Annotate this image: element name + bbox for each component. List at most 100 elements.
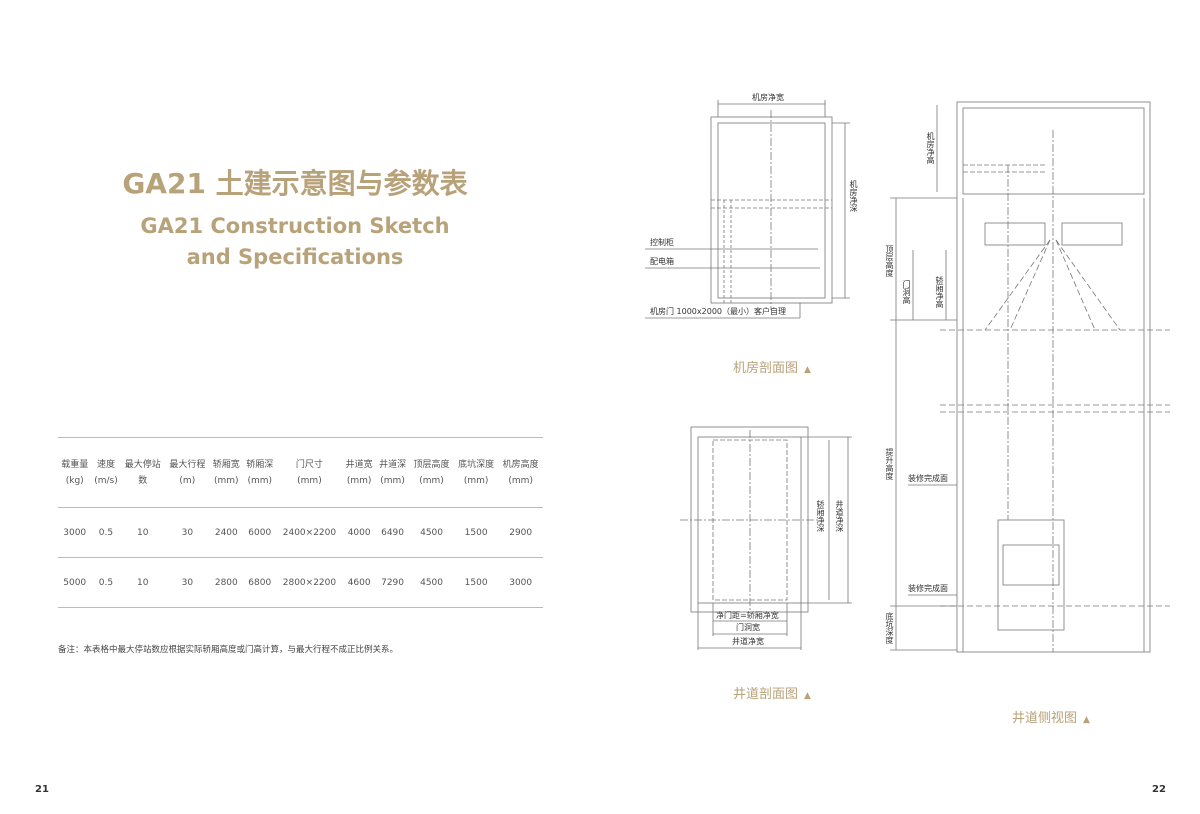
column-header: 最大行程 (m) xyxy=(165,438,210,508)
column-header-line: 底坑深度 xyxy=(458,459,495,470)
table-cell: 5000 xyxy=(63,577,87,588)
door-height-label: 门洞高 xyxy=(902,280,911,304)
table-cell: 10 xyxy=(137,527,149,538)
column-header-line: (mm) xyxy=(463,475,489,486)
column-header-line: 轿厢宽 xyxy=(212,459,240,470)
table-cell: 4500 xyxy=(420,577,443,588)
triangle-icon: ▲ xyxy=(804,365,811,375)
table-header-row: 载重量(kg)速度(m/s)最大停站数最大行程(m)轿厢宽(mm)轿厢深(mm)… xyxy=(58,437,543,508)
column-header-line: 顶层高度 xyxy=(413,459,450,470)
column-header: 底坑深度 (mm) xyxy=(454,438,499,508)
page-number-right: 22 xyxy=(1152,784,1166,795)
column-header-line: (mm) xyxy=(419,475,444,486)
machine-room-width-label: 机房净宽 xyxy=(752,93,784,102)
column-header-line: 最大行程 xyxy=(169,459,206,470)
column-header: 井道宽 (mm) xyxy=(342,438,375,508)
finish-floor-label: 装修完成面 xyxy=(908,584,948,593)
column-header: 机房高度 (mm) xyxy=(498,438,543,508)
column-header-line: (m/s) xyxy=(94,475,118,486)
column-header: 轿厢深(mm) xyxy=(243,438,276,508)
column-header: 井道深 (mm) xyxy=(376,438,409,508)
table-cell: 2800×2200 xyxy=(282,577,337,588)
column-header-line: 数 xyxy=(138,475,148,486)
pit-depth-label: 底坑深度 xyxy=(885,612,894,644)
triangle-icon: ▲ xyxy=(804,691,811,701)
column-header: 载重量 (kg) xyxy=(58,438,91,508)
machine-room-depth-label: 机房净深 xyxy=(849,180,858,212)
table-cell: 7290 xyxy=(381,577,405,588)
door-clear-label: 净门距=轿厢净宽 xyxy=(716,611,779,620)
table-cell: 1500 xyxy=(464,577,488,588)
side-view-drawing xyxy=(890,101,1170,653)
table-row: 5000 0.5 10 30 2800 6800 2800×2200 4600 7290 4500… xyxy=(58,557,543,608)
title-en: GA21 Construction Sketch and Specificati… xyxy=(0,211,590,273)
column-header: 轿厢宽 (mm) xyxy=(210,438,243,508)
room-height-label: 机房净高 xyxy=(926,132,935,164)
table-row: 3000 0.5 10 30 2400 6000 2400×2200 4000 6490 4500… xyxy=(58,507,543,558)
spec-table: 载重量(kg)速度(m/s)最大停站数最大行程(m)轿厢宽(mm)轿厢深(mm)… xyxy=(58,437,543,608)
column-header-line: 井道深 xyxy=(379,459,407,470)
title-en-text: GA21 Construction Sketch and Specificati… xyxy=(140,214,450,269)
caption-text: 井道剖面图 xyxy=(733,687,799,702)
hoistway-plan-caption: 井道剖面图 ▲ xyxy=(733,683,811,702)
column-header-line: (mm) xyxy=(380,475,405,486)
machine-room-door-label: 机房门 1000x2000（最小）客户自理 xyxy=(650,307,786,316)
car-height-label: 轿厢净高 xyxy=(935,276,944,308)
table-cell: 30 xyxy=(181,527,194,538)
table-cell: 4000 xyxy=(347,527,371,538)
table-cell: 2800 xyxy=(214,577,238,588)
table-cell: 6490 xyxy=(381,527,405,538)
table-cell: 30 xyxy=(181,577,194,588)
table-cell: 2400 xyxy=(214,527,238,538)
table-cell: 2900 xyxy=(509,527,533,538)
caption-text: 机房剖面图 xyxy=(733,361,799,376)
table-cell: 1500 xyxy=(464,527,488,538)
column-header-line: (mm) xyxy=(508,475,533,486)
title-cn: GA21 土建示意图与参数表 xyxy=(122,167,468,200)
table-note: 备注：本表格中最大停站数应根据实际轿厢高度或门高计算，与最大行程不成正比例关系。 xyxy=(58,645,399,655)
column-header-line: 井道宽 xyxy=(345,459,373,470)
column-header-line: 最大停站 xyxy=(124,459,161,470)
caption-text: 井道侧视图 xyxy=(1012,711,1078,726)
column-header-line: (mm) xyxy=(346,475,372,486)
column-header: 速度 (m/s) xyxy=(91,438,120,508)
column-header-line: (mm) xyxy=(214,475,239,486)
car-depth-label: 轿厢净深 xyxy=(816,500,825,532)
finish-floor-label: 装修完成面 xyxy=(908,474,948,483)
control-cabinet-label: 控制柜 xyxy=(650,238,674,247)
shaft-depth-label: 井道净深 xyxy=(835,500,844,532)
table-cell: 6000 xyxy=(248,527,272,538)
table-cell: 10 xyxy=(137,577,149,588)
column-header-line: 速度 xyxy=(96,459,115,470)
page-number-left: 21 xyxy=(35,784,49,795)
machine-room-caption: 机房剖面图 ▲ xyxy=(733,357,811,376)
column-header-line: (kg) xyxy=(65,475,84,486)
column-header-line: 轿厢深 xyxy=(246,459,274,470)
column-header-line: (mm) xyxy=(297,475,322,486)
hoistway-plan-drawing xyxy=(680,426,852,650)
column-header-line: 门尺寸 xyxy=(295,459,323,470)
column-header: 最大停站数 xyxy=(121,438,166,508)
side-view-caption: 井道侧视图 ▲ xyxy=(1012,707,1090,726)
table-cell: 4500 xyxy=(420,527,443,538)
shaft-width-label: 井道净宽 xyxy=(732,637,764,646)
top-height-label: 顶层高度 xyxy=(885,245,894,277)
table-cell: 2400×2200 xyxy=(282,527,337,538)
travel-label: 提升高度 xyxy=(885,448,894,480)
table-cell: 3000 xyxy=(509,577,533,588)
column-header-line: 机房高度 xyxy=(502,459,539,470)
table-cell: 0.5 xyxy=(98,527,114,538)
machine-room-drawing xyxy=(645,100,850,319)
table-cell: 6800 xyxy=(248,577,272,588)
door-opening-label: 门洞宽 xyxy=(736,623,760,632)
table-cell: 3000 xyxy=(63,527,87,538)
column-header: 顶层高度 (mm) xyxy=(409,438,454,508)
table-cell: 0.5 xyxy=(98,577,114,588)
triangle-icon: ▲ xyxy=(1083,715,1090,725)
column-header: 门尺寸 (mm) xyxy=(276,438,342,508)
power-box-label: 配电箱 xyxy=(650,257,674,266)
column-header-line: 载重量 xyxy=(61,459,89,470)
column-header-line: (m) xyxy=(179,475,196,486)
table-cell: 4600 xyxy=(347,577,371,588)
